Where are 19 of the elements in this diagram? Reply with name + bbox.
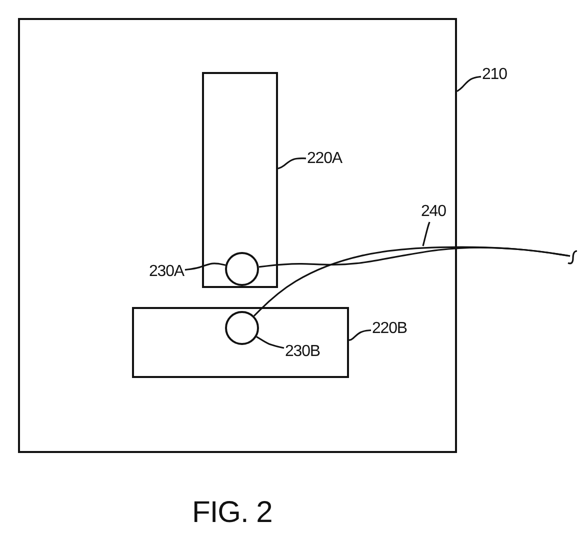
leader-line xyxy=(256,336,284,349)
wire xyxy=(253,246,570,317)
figure-caption: FIG. 2 xyxy=(192,496,272,530)
reference-numeral: 220A xyxy=(307,150,342,168)
outer-box xyxy=(18,18,457,453)
reference-numeral: 230A xyxy=(149,263,184,281)
leader-line xyxy=(348,329,372,341)
tall-rectangle xyxy=(202,72,278,288)
reference-numeral: 240 xyxy=(421,203,446,221)
circle xyxy=(225,311,259,345)
reference-numeral: 210 xyxy=(482,66,507,84)
leader-line xyxy=(422,222,430,246)
reference-numeral: 220B xyxy=(372,320,407,338)
reference-numeral: 230B xyxy=(285,343,320,361)
leader-line xyxy=(278,158,306,170)
circle xyxy=(225,252,259,286)
wide-rectangle xyxy=(132,307,349,378)
leader-line xyxy=(456,76,482,92)
leader-line xyxy=(184,262,226,271)
